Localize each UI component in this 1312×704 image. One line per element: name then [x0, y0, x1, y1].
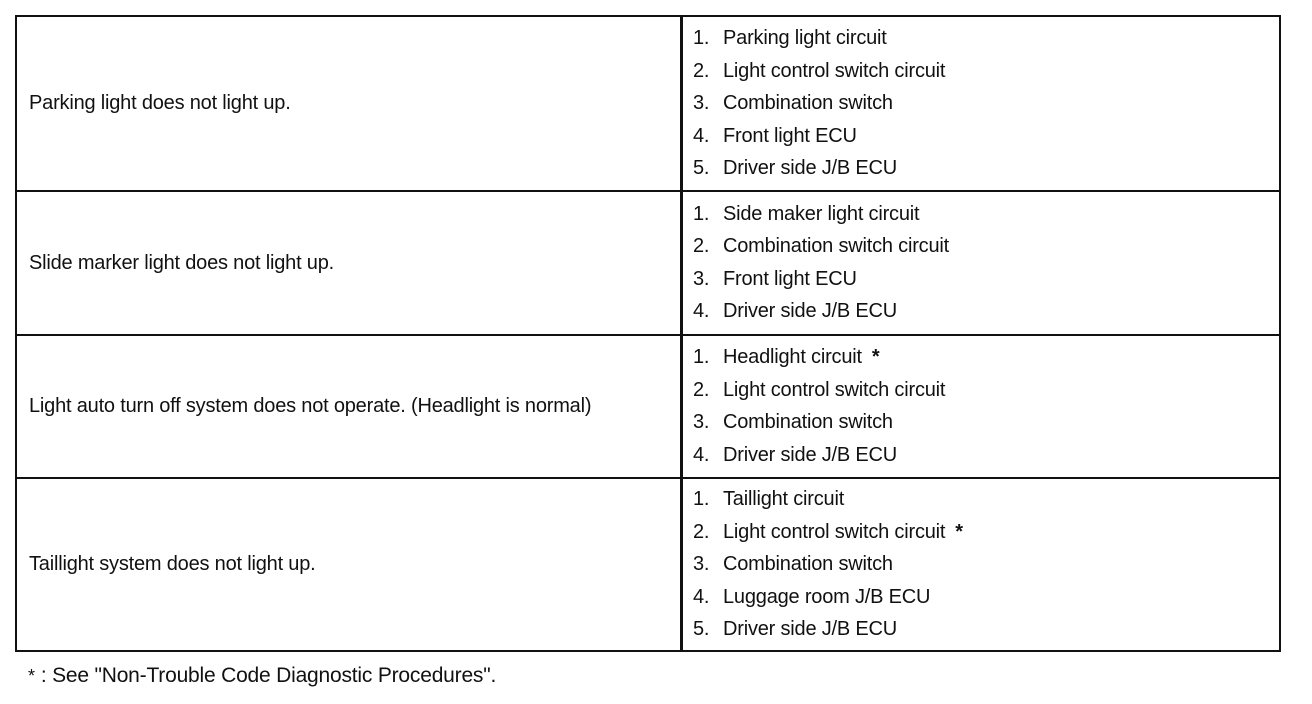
list-item: 2. Light control switch circuit: [693, 55, 1279, 88]
item-text: Light control switch circuit: [723, 520, 946, 543]
item-number: 1.: [693, 346, 710, 369]
item-number: 2.: [693, 378, 710, 401]
item-text: Taillight circuit: [723, 488, 845, 510]
item-number: 5.: [693, 157, 710, 179]
item-number: 4.: [693, 124, 710, 147]
asterisk-mark: *: [955, 520, 963, 543]
list-item: 1. Headlight circuit *: [693, 342, 1279, 375]
list-item: 5. Driver side J/B ECU: [693, 613, 1279, 646]
symptom-cell: Light auto turn off system does not oper…: [17, 336, 683, 477]
item-number: 3.: [693, 553, 710, 575]
item-number: 5.: [693, 618, 710, 640]
symptom-cell: Slide marker light does not light up.: [17, 192, 683, 334]
suspect-area-list: 1. Side maker light circuit 2. Combination…: [683, 192, 1279, 334]
list-item: 3. Combination switch: [693, 548, 1279, 581]
item-number: 1.: [693, 27, 710, 49]
item-number: 3.: [693, 92, 710, 114]
symptom-cell: Taillight system does not light up.: [17, 479, 683, 650]
item-number: 3.: [693, 267, 710, 290]
suspect-area-list: 1. Parking light circuit 2. Light control …: [683, 17, 1279, 190]
item-text: Light control switch circuit: [723, 59, 946, 82]
suspect-area-list: 1. Taillight circuit 2. Light control swit…: [683, 479, 1279, 650]
list-item: 3. Front light ECU: [693, 263, 1279, 296]
list-item: 1. Parking light circuit: [693, 22, 1279, 55]
footnote: *: See "Non-Trouble Code Diagnostic Proc…: [28, 664, 496, 688]
list-item: 4. Driver side J/B ECU: [693, 439, 1279, 472]
list-item: 2. Light control switch circuit: [693, 374, 1279, 407]
asterisk-mark: *: [871, 346, 880, 369]
asterisk-mark: *: [28, 666, 35, 686]
item-number: 1.: [693, 202, 710, 225]
item-text: Side maker light circuit: [723, 202, 920, 225]
item-number: 2.: [693, 520, 710, 543]
list-item: 4. Front light ECU: [693, 120, 1279, 153]
item-text: Front light ECU: [723, 267, 857, 290]
item-text: Combination switch circuit: [723, 235, 949, 258]
table-row: Slide marker light does not light up. 1.…: [17, 192, 1279, 336]
item-text: Driver side J/B ECU: [723, 618, 898, 640]
list-item: 1. Side maker light circuit: [693, 198, 1279, 231]
item-number: 3.: [693, 411, 710, 434]
item-text: Front light ECU: [723, 124, 857, 147]
item-text: Driver side J/B ECU: [723, 157, 898, 179]
suspect-area-list: 1. Headlight circuit * 2. Light control swi…: [683, 336, 1279, 477]
item-number: 4.: [693, 300, 710, 323]
item-number: 2.: [693, 59, 710, 82]
table-row: Light auto turn off system does not oper…: [17, 336, 1279, 479]
item-text: Headlight circuit: [723, 346, 862, 369]
item-text: Combination switch: [723, 92, 893, 114]
item-text: Parking light circuit: [723, 27, 887, 49]
item-text: Combination switch: [723, 553, 893, 575]
item-number: 4.: [693, 585, 710, 608]
item-number: 1.: [693, 488, 710, 510]
list-item: 1. Taillight circuit: [693, 483, 1279, 516]
symptom-cell: Parking light does not light up.: [17, 17, 683, 190]
list-item: 5. Driver side J/B ECU: [693, 152, 1279, 185]
list-item: 2. Light control switch circuit *: [693, 516, 1279, 549]
list-item: 2. Combination switch circuit: [693, 231, 1279, 264]
item-text: Driver side J/B ECU: [723, 300, 898, 323]
list-item: 4. Luggage room J/B ECU: [693, 581, 1279, 614]
symptom-table: Parking light does not light up. 1. Parki…: [15, 15, 1281, 652]
item-text: Combination switch: [723, 411, 893, 434]
table-row: Taillight system does not light up. 1. Ta…: [17, 479, 1279, 650]
item-text: Luggage room J/B ECU: [723, 585, 931, 608]
item-number: 4.: [693, 443, 710, 466]
table-row: Parking light does not light up. 1. Parki…: [17, 17, 1279, 192]
item-text: Driver side J/B ECU: [723, 443, 898, 466]
item-number: 2.: [693, 235, 710, 258]
list-item: 4. Driver side J/B ECU: [693, 296, 1279, 329]
list-item: 3. Combination switch: [693, 407, 1279, 440]
list-item: 3. Combination switch: [693, 87, 1279, 120]
footnote-text: : See "Non-Trouble Code Diagnostic Proce…: [40, 664, 497, 687]
item-text: Light control switch circuit: [723, 378, 946, 401]
